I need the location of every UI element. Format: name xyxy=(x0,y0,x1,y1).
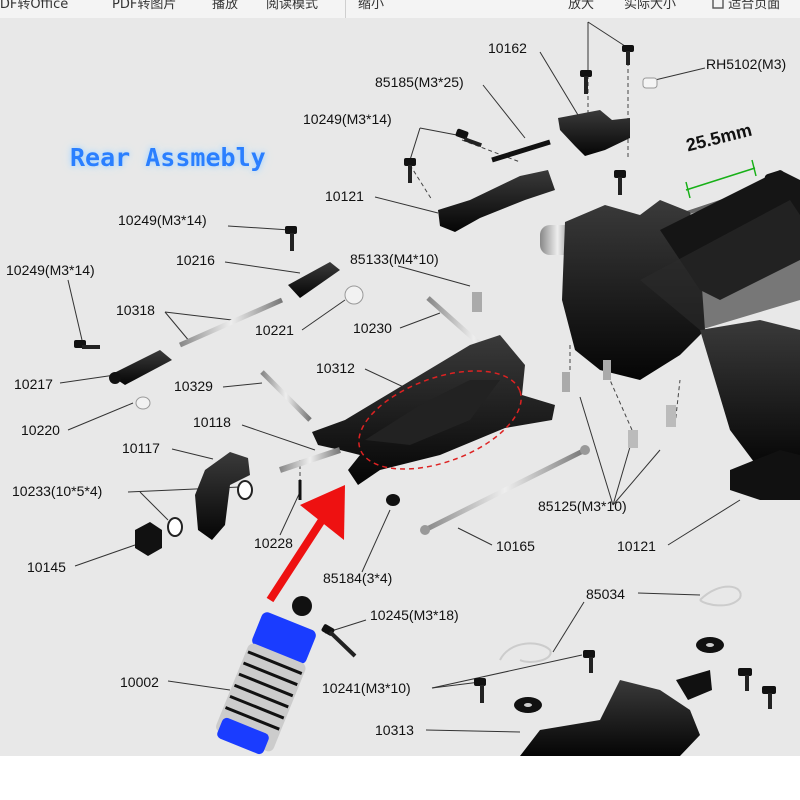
label-85133: 85133(M4*10) xyxy=(350,251,439,267)
label-10249-b: 10249(M3*14) xyxy=(118,212,207,228)
toolbar-zoom-in[interactable]: 放大 xyxy=(568,0,595,12)
label-10249-a: 10249(M3*14) xyxy=(303,111,392,127)
part-10313-arm xyxy=(520,680,700,756)
fit-page-icon xyxy=(712,0,724,9)
label-10313: 10313 xyxy=(375,722,414,738)
part-10121-upper xyxy=(438,170,555,232)
viewer-toolbar: PDF转Office PDF转图片 播放 阅读模式 缩小 放大 实际大小 适合页… xyxy=(0,0,800,19)
label-10245: 10245(M3*18) xyxy=(370,607,459,623)
exploded-assembly-diagram: Rear Assmebly 25.5mm 10162 85185(M3*25) … xyxy=(0,18,800,756)
gearbox-chassis xyxy=(540,170,800,500)
bearing-10233-a xyxy=(237,480,253,500)
label-10230: 10230 xyxy=(353,320,392,336)
toolbar-zoom-out[interactable]: 缩小 xyxy=(358,0,385,12)
label-10145: 10145 xyxy=(27,559,66,575)
label-10217: 10217 xyxy=(14,376,53,392)
part-10165-driveshaft xyxy=(423,447,587,533)
part-10002-shock xyxy=(216,596,316,755)
part-10216-rod-end xyxy=(288,262,340,298)
label-10249-c: 10249(M3*14) xyxy=(6,262,95,278)
label-10228: 10228 xyxy=(254,535,293,551)
label-10118: 10118 xyxy=(193,414,231,430)
part-10145-nut xyxy=(135,522,162,556)
label-rh5102: RH5102(M3) xyxy=(706,56,787,72)
screws-top xyxy=(404,45,634,195)
part-10117-hub-carrier xyxy=(195,452,250,540)
label-85034: 85034 xyxy=(586,586,625,602)
label-10318: 10318 xyxy=(116,302,155,318)
screw-10249b xyxy=(285,226,297,234)
part-10221-ball xyxy=(344,285,364,305)
toolbar-play[interactable]: 播放 xyxy=(212,0,239,12)
bearing-10233-b xyxy=(167,517,183,537)
clip-85034-a xyxy=(499,642,552,663)
diagram-artwork xyxy=(59,21,800,756)
label-85125: 85125(M3*10) xyxy=(538,498,627,514)
toolbar-pdf-to-image[interactable]: PDF转图片 xyxy=(112,0,177,12)
part-10318-turnbuckle xyxy=(178,297,284,348)
label-10121-b: 10121 xyxy=(617,538,656,554)
label-10241: 10241(M3*10) xyxy=(322,680,411,696)
label-10312: 10312 xyxy=(316,360,355,376)
label-10216: 10216 xyxy=(176,252,215,268)
highlight-ellipse xyxy=(358,370,522,470)
label-10221: 10221 xyxy=(255,322,294,338)
screw-85133 xyxy=(472,292,482,312)
part-10162-mount xyxy=(558,110,630,156)
toolbar-actual-size[interactable]: 实际大小 xyxy=(624,0,677,12)
part-85184 xyxy=(386,494,400,506)
part-10217-rod-end xyxy=(110,350,172,385)
label-10121-a: 10121 xyxy=(325,188,364,204)
part-10220-ball xyxy=(135,396,151,410)
label-10162: 10162 xyxy=(488,40,527,56)
label-10220: 10220 xyxy=(21,422,60,438)
toolbar-read-mode[interactable]: 阅读模式 xyxy=(266,0,319,12)
toolbar-fit-page[interactable]: 适合页面 xyxy=(728,0,781,12)
part-10118-axle xyxy=(279,447,341,473)
diagram-title: Rear Assmebly xyxy=(70,143,266,172)
part-10312-lower-arm xyxy=(312,335,555,485)
toolbar-pdf-to-office[interactable]: PDF转Office xyxy=(0,0,69,12)
rh5102-nut xyxy=(642,77,658,89)
screws-10241 xyxy=(474,637,776,713)
label-10329: 10329 xyxy=(174,378,213,394)
label-85185: 85185(M3*25) xyxy=(375,74,464,90)
label-10117: 10117 xyxy=(122,440,160,456)
toolbar-separator xyxy=(345,0,346,18)
screw-85185 xyxy=(491,139,551,163)
red-arrow xyxy=(266,485,345,603)
label-10233: 10233(10*5*4) xyxy=(12,483,103,499)
label-10002: 10002 xyxy=(120,674,159,690)
toolbar-fit-page-icon[interactable]: 适合页面 xyxy=(712,0,780,12)
clip-85034-b xyxy=(699,585,742,607)
part-10329-pin xyxy=(260,370,312,422)
label-10165: 10165 xyxy=(496,538,535,554)
page-margin xyxy=(0,756,800,800)
label-85184: 85184(3*4) xyxy=(323,570,393,586)
